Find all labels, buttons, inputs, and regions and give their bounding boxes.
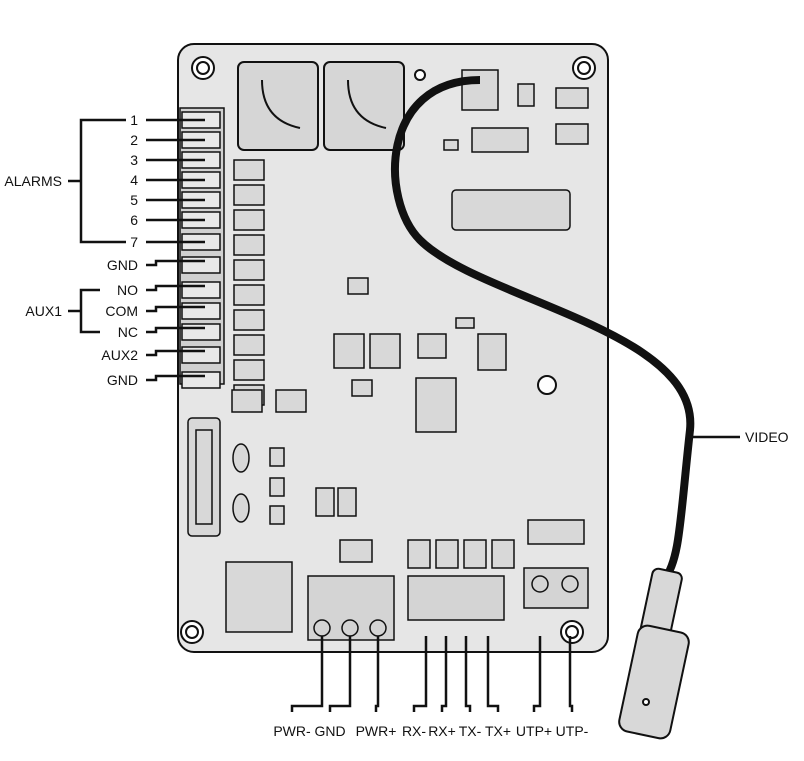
bottom-pin-label: UTP- — [556, 723, 589, 739]
component — [233, 234, 265, 256]
pin-label: NC — [118, 324, 138, 340]
pin-label: GND — [107, 257, 138, 273]
pin-label: 7 — [130, 234, 138, 250]
bnc-connector — [618, 567, 690, 740]
bottom-pin-label: PWR+ — [356, 723, 397, 739]
bottom-pin-label: TX- — [459, 723, 482, 739]
mounting-holes — [180, 56, 596, 644]
aux1-bracket — [79, 288, 100, 334]
pin-label: 5 — [130, 192, 138, 208]
bottom-pin-label: GND — [314, 723, 345, 739]
video-cable — [391, 76, 695, 583]
leader-line — [146, 349, 205, 357]
pin-label: GND — [107, 372, 138, 388]
pin-label: 4 — [130, 172, 138, 188]
leader-line — [328, 636, 352, 712]
aux1-group-label: AUX1 — [25, 303, 62, 319]
terminal-slot — [181, 281, 221, 299]
leader-line — [374, 636, 380, 712]
leader-line — [464, 636, 472, 712]
video-label: VIDEO — [745, 429, 789, 445]
pin-label: 1 — [130, 112, 138, 128]
terminal-slot — [181, 323, 221, 341]
leader-line — [568, 636, 574, 712]
terminal-slot — [181, 346, 221, 364]
leader-line — [532, 636, 542, 712]
pin-label: AUX2 — [101, 347, 138, 363]
alarms-bracket — [79, 118, 126, 244]
component — [233, 359, 265, 381]
leader-line — [146, 374, 205, 382]
terminal-slot — [181, 302, 221, 320]
leader-line — [290, 636, 324, 712]
component — [233, 159, 265, 181]
leader-line — [486, 636, 500, 712]
ic-components — [225, 69, 589, 633]
pin-label: COM — [105, 303, 138, 319]
left-terminal-block — [179, 107, 225, 389]
component — [233, 284, 265, 306]
leader-line — [146, 305, 205, 313]
component — [233, 309, 265, 331]
component — [233, 334, 265, 356]
pin-label: NO — [117, 282, 138, 298]
fuse — [187, 417, 250, 537]
terminal-slot — [181, 256, 221, 274]
relays — [237, 61, 405, 151]
bottom-pin-label: TX+ — [485, 723, 511, 739]
leader-line — [146, 284, 205, 292]
leader-line — [440, 636, 448, 712]
leader-line — [146, 326, 205, 334]
leader-line — [412, 636, 428, 712]
component — [233, 259, 265, 281]
bottom-pin-label: RX+ — [428, 723, 456, 739]
component — [233, 184, 265, 206]
terminal-slot — [181, 371, 221, 389]
bottom-pin-label: RX- — [402, 723, 426, 739]
leader-line — [146, 259, 205, 267]
component — [233, 209, 265, 231]
pin-label: 2 — [130, 132, 138, 148]
bottom-pin-label: PWR- — [273, 723, 311, 739]
pin-label: 3 — [130, 152, 138, 168]
alarms-group-label: ALARMS — [4, 173, 62, 189]
pin-label: 6 — [130, 212, 138, 228]
bottom-pin-label: UTP+ — [516, 723, 552, 739]
